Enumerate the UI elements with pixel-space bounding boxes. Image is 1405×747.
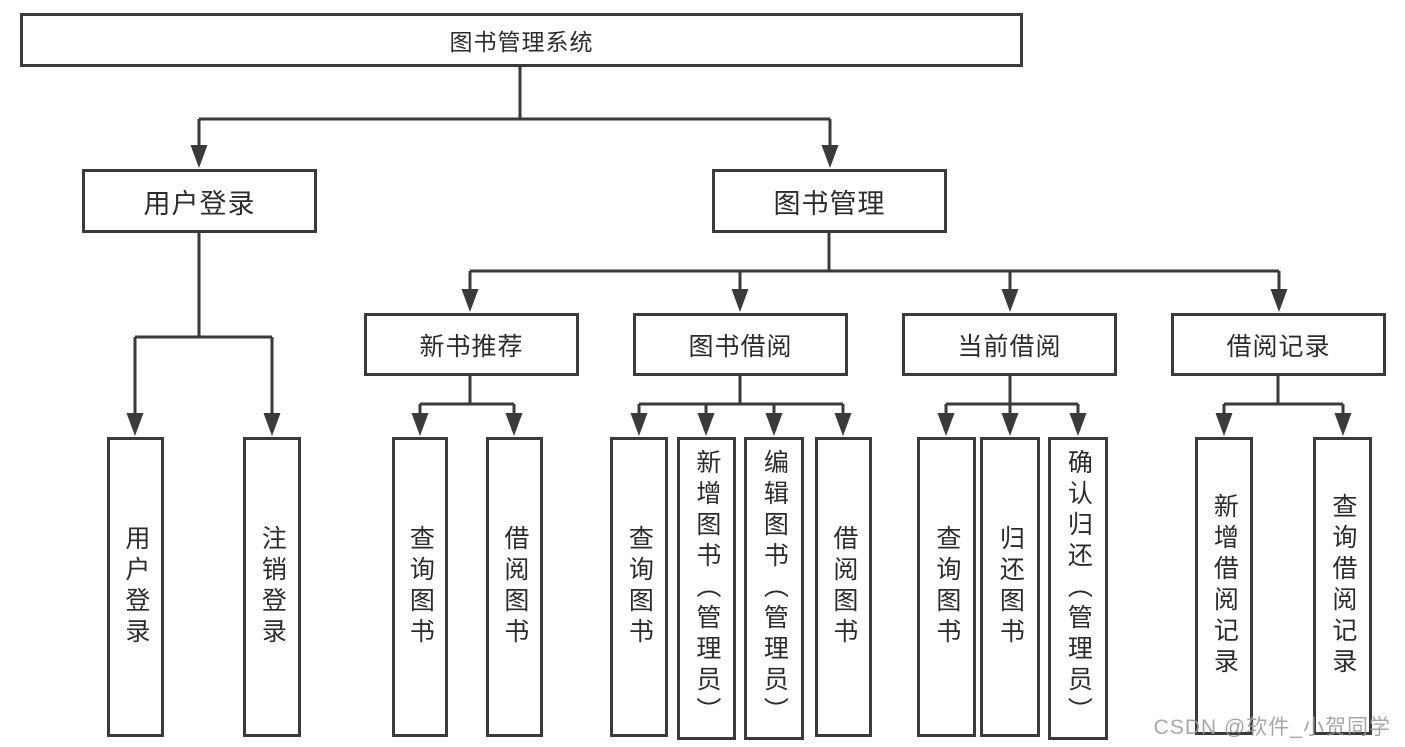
node-label: 新增图书（管理员）: [692, 449, 721, 728]
node-label: 新书推荐: [419, 332, 524, 361]
node-label: 当前借阅: [957, 332, 1062, 361]
node-label: 注销登录: [258, 525, 287, 649]
arrow-down-icon: [411, 413, 429, 436]
connector-borrowing-records: [1215, 376, 1352, 436]
node-label: 用户登录: [143, 188, 256, 219]
node-book-borrowing: 图书借阅: [633, 313, 848, 376]
connector-book-management: [461, 233, 1288, 312]
node-label: 查询图书: [625, 525, 654, 649]
leaf-add-borrow-record: 新增借阅记录: [1195, 437, 1253, 735]
connector-new-book-recommendation: [411, 376, 523, 436]
connector-line: [944, 376, 1080, 418]
arrow-down-icon: [126, 413, 144, 436]
node-borrowing-records: 借阅记录: [1171, 313, 1386, 376]
connector-line: [197, 67, 832, 150]
connector-user-login: [126, 233, 281, 436]
leaf-borrow-books-borrowing: 借阅图书: [815, 437, 872, 737]
leaf-query-books-current: 查询图书: [917, 437, 976, 737]
leaf-user-login: 用户登录: [107, 437, 164, 737]
arrow-down-icon: [1069, 413, 1087, 436]
arrow-down-icon: [461, 289, 479, 312]
node-label: 新增借阅记录: [1210, 493, 1239, 679]
node-new-book-recommendation: 新书推荐: [364, 313, 579, 376]
arrow-down-icon: [1334, 413, 1352, 436]
node-library-management-system: 图书管理系统: [20, 13, 1023, 67]
leaf-query-books-borrowing: 查询图书: [610, 437, 668, 737]
connector-line: [637, 376, 845, 418]
arrow-down-icon: [190, 145, 208, 168]
arrow-down-icon: [821, 145, 839, 168]
node-label: 图书借阅: [688, 332, 793, 361]
csdn-watermark: CSDN @软件_小贺同学: [1153, 716, 1391, 739]
arrow-down-icon: [731, 289, 749, 312]
leaf-logout: 注销登录: [243, 437, 301, 737]
node-label: 借阅图书: [500, 525, 529, 649]
arrow-down-icon: [1270, 289, 1288, 312]
node-label: 归还图书: [996, 525, 1025, 649]
arrow-down-icon: [697, 413, 715, 436]
node-label: 图书管理: [773, 188, 886, 219]
connector-line: [418, 376, 516, 418]
node-label: 借阅图书: [829, 525, 858, 649]
connector-line: [133, 233, 274, 418]
node-book-management: 图书管理: [712, 169, 947, 233]
leaf-confirm-return-admin: 确认归还（管理员）: [1048, 437, 1108, 740]
arrow-down-icon: [630, 413, 648, 436]
arrow-down-icon: [834, 413, 852, 436]
leaf-borrow-books-recommend: 借阅图书: [486, 437, 543, 737]
connector-line: [468, 233, 1281, 294]
node-label: 图书管理系统: [449, 29, 594, 55]
arrow-down-icon: [1001, 413, 1019, 436]
leaf-query-borrow-record: 查询借阅记录: [1313, 437, 1372, 735]
arrow-down-icon: [937, 413, 955, 436]
leaf-edit-books-admin: 编辑图书（管理员）: [744, 437, 804, 740]
leaf-query-books-recommend: 查询图书: [392, 437, 448, 737]
arrow-down-icon: [263, 413, 281, 436]
node-user-login: 用户登录: [82, 169, 317, 233]
node-current-borrowing: 当前借阅: [902, 313, 1117, 376]
leaf-return-books: 归还图书: [980, 437, 1040, 737]
arrow-down-icon: [765, 413, 783, 436]
node-label: 查询图书: [932, 525, 961, 649]
arrow-down-icon: [1001, 289, 1019, 312]
node-label: 编辑图书（管理员）: [760, 449, 789, 728]
connector-book-borrowing: [630, 376, 852, 436]
node-label: 查询图书: [406, 525, 435, 649]
connector-current-borrowing: [937, 376, 1087, 436]
leaf-add-books-admin: 新增图书（管理员）: [677, 437, 736, 740]
connector-root: [190, 67, 839, 168]
arrow-down-icon: [1215, 413, 1233, 436]
node-label: 借阅记录: [1226, 332, 1331, 361]
node-label: 确认归还（管理员）: [1064, 449, 1093, 728]
node-label: 查询借阅记录: [1328, 493, 1357, 679]
connector-line: [1222, 376, 1345, 418]
node-label: 用户登录: [121, 525, 150, 649]
arrow-down-icon: [505, 413, 523, 436]
